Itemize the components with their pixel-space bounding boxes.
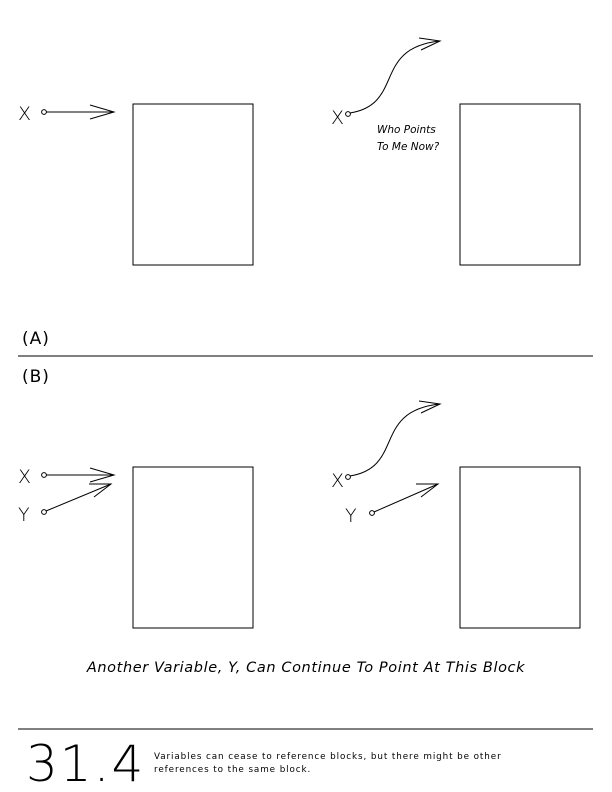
panel-b-left-x-label: X [18,466,31,488]
panel-a: X X Who Points To Me Now? (A) [18,37,581,349]
panel-b-left-y-pointer-shaft [45,483,112,512]
panel-b-left-y-label: Y [18,504,30,526]
panel-b-left-y-pointer-head [89,483,113,498]
panel-b-right-x-label: X [331,470,344,492]
panel-b-left-y-pointer [41,483,113,515]
panel-a-right-x-pointer-origin [345,111,351,117]
panel-b-right-x-pointer-head [418,400,442,414]
panel-b-right-x-pointer-origin [345,474,351,480]
figure-description-line-2: references to the same block. [154,765,311,775]
panel-b-right-x-pointer [345,400,442,480]
panel-a-question-line-2: To Me Now? [377,141,440,153]
panel-b-left-x-pointer [41,467,116,483]
panel-a-right-memory-block [459,103,581,266]
panel-b-right-y-pointer-origin [369,510,375,516]
panel-b-right-memory-block [459,466,581,629]
panel-a-left-x-pointer-origin [41,109,47,115]
figure-description-line-1: Variables can cease to reference blocks,… [154,752,502,762]
figure-number: 31.4 [26,735,145,792]
panel-b-right-x-pointer-curve [349,403,441,477]
panel-b-caption: Another Variable, Y, Can Continue To Poi… [86,660,525,676]
panel-a-right-x-pointer-head [418,37,442,51]
panel-b-right-y-pointer [369,483,440,516]
panel-a-question-line-1: Who Points [377,124,436,136]
panel-b-label: (B) [22,367,50,387]
panel-b-left-y-pointer-origin [41,509,47,515]
panel-b-left-x-pointer-origin [41,472,47,478]
panel-a-right-x-pointer-curve [349,40,441,114]
panel-a-right-x-label: X [331,107,344,129]
panel-a-right-x-pointer [345,37,442,117]
panel-a-label: (A) [22,329,50,349]
panel-b-left-x-pointer-head [89,467,116,483]
panel-b: (B) X Y X Y Another Variable, Y, [18,367,581,676]
panel-b-right-y-label: Y [345,505,357,527]
panel-a-left-x-label: X [18,103,31,125]
panel-b-right-y-pointer-head [416,483,440,498]
panel-b-left-memory-block [132,466,254,629]
panel-a-left-x-pointer [41,104,116,120]
panel-a-left-memory-block [132,103,254,266]
panel-a-left-x-pointer-head [89,104,116,120]
panel-b-right-y-pointer-shaft [373,483,439,513]
